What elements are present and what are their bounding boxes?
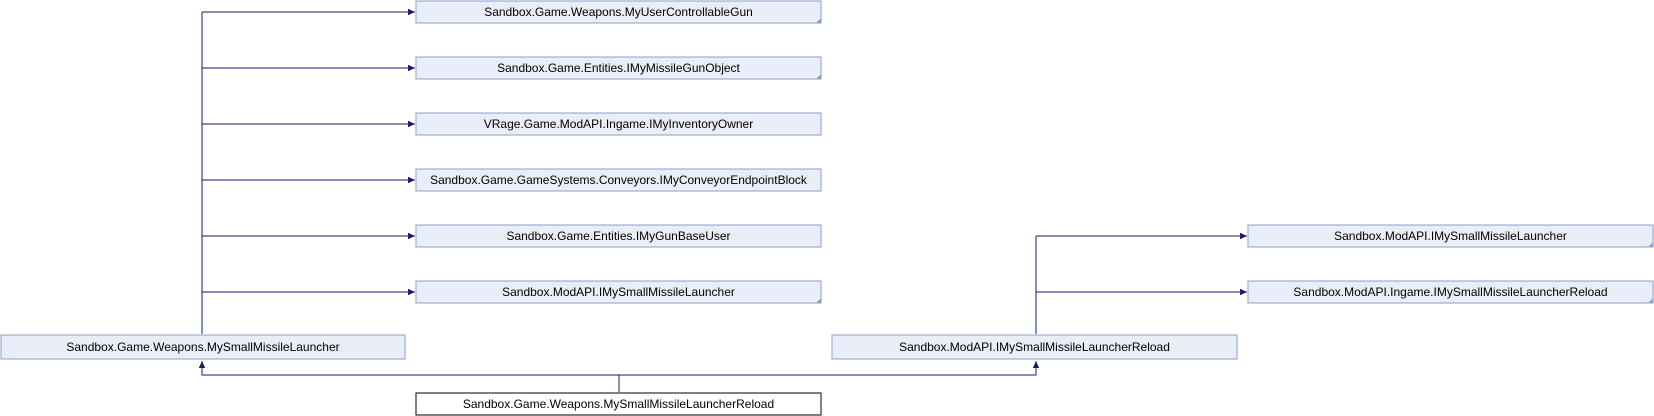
node-i-my-small-missile-launcher-left[interactable]: Sandbox.ModAPI.IMySmallMissileLauncher bbox=[415, 280, 822, 304]
node-my-small-missile-launcher-reload: Sandbox.Game.Weapons.MySmallMissileLaunc… bbox=[415, 392, 822, 416]
node-label: Sandbox.Game.Entities.IMyMissileGunObjec… bbox=[497, 61, 740, 75]
node-i-my-conveyor-endpoint-block[interactable]: Sandbox.Game.GameSystems.Conveyors.IMyCo… bbox=[415, 168, 822, 192]
node-i-my-missile-gun-object[interactable]: Sandbox.Game.Entities.IMyMissileGunObjec… bbox=[415, 56, 822, 80]
fold-corner-icon bbox=[816, 298, 821, 303]
edge-to-my-small-missile-launcher bbox=[198, 361, 619, 376]
node-label: Sandbox.Game.Weapons.MyUserControllableG… bbox=[484, 5, 753, 19]
node-label: Sandbox.ModAPI.Ingame.IMySmallMissileLau… bbox=[1293, 285, 1607, 299]
fold-corner-icon bbox=[816, 18, 821, 23]
node-label: Sandbox.Game.Entities.IMyGunBaseUser bbox=[506, 229, 730, 243]
fold-corner-icon bbox=[816, 74, 821, 79]
node-ingame-i-my-small-missile-launcher-reload[interactable]: Sandbox.ModAPI.Ingame.IMySmallMissileLau… bbox=[1247, 280, 1654, 304]
inheritance-edges bbox=[198, 8, 1247, 392]
node-label: Sandbox.Game.Weapons.MySmallMissileLaunc… bbox=[463, 397, 774, 411]
node-my-user-controllable-gun[interactable]: Sandbox.Game.Weapons.MyUserControllableG… bbox=[415, 0, 822, 24]
node-i-my-small-missile-launcher-right[interactable]: Sandbox.ModAPI.IMySmallMissileLauncher bbox=[1247, 224, 1654, 248]
node-label: Sandbox.ModAPI.IMySmallMissileLauncher bbox=[502, 285, 735, 299]
node-label: Sandbox.ModAPI.IMySmallMissileLauncher bbox=[1334, 229, 1567, 243]
node-label: Sandbox.Game.Weapons.MySmallMissileLaunc… bbox=[66, 340, 339, 354]
node-i-my-small-missile-launcher-reload[interactable]: Sandbox.ModAPI.IMySmallMissileLauncherRe… bbox=[831, 334, 1238, 360]
node-my-small-missile-launcher[interactable]: Sandbox.Game.Weapons.MySmallMissileLaunc… bbox=[0, 334, 406, 360]
node-label: VRage.Game.ModAPI.Ingame.IMyInventoryOwn… bbox=[484, 117, 753, 131]
node-i-my-gun-base-user[interactable]: Sandbox.Game.Entities.IMyGunBaseUser bbox=[415, 224, 822, 248]
fold-corner-icon bbox=[1648, 298, 1653, 303]
node-label: Sandbox.ModAPI.IMySmallMissileLauncherRe… bbox=[899, 340, 1170, 354]
node-label: Sandbox.Game.GameSystems.Conveyors.IMyCo… bbox=[430, 173, 808, 187]
fold-corner-icon bbox=[1648, 242, 1653, 247]
node-i-my-inventory-owner[interactable]: VRage.Game.ModAPI.Ingame.IMyInventoryOwn… bbox=[415, 112, 822, 136]
edge-to-i-my-small-missile-launcher-reload bbox=[619, 361, 1040, 376]
